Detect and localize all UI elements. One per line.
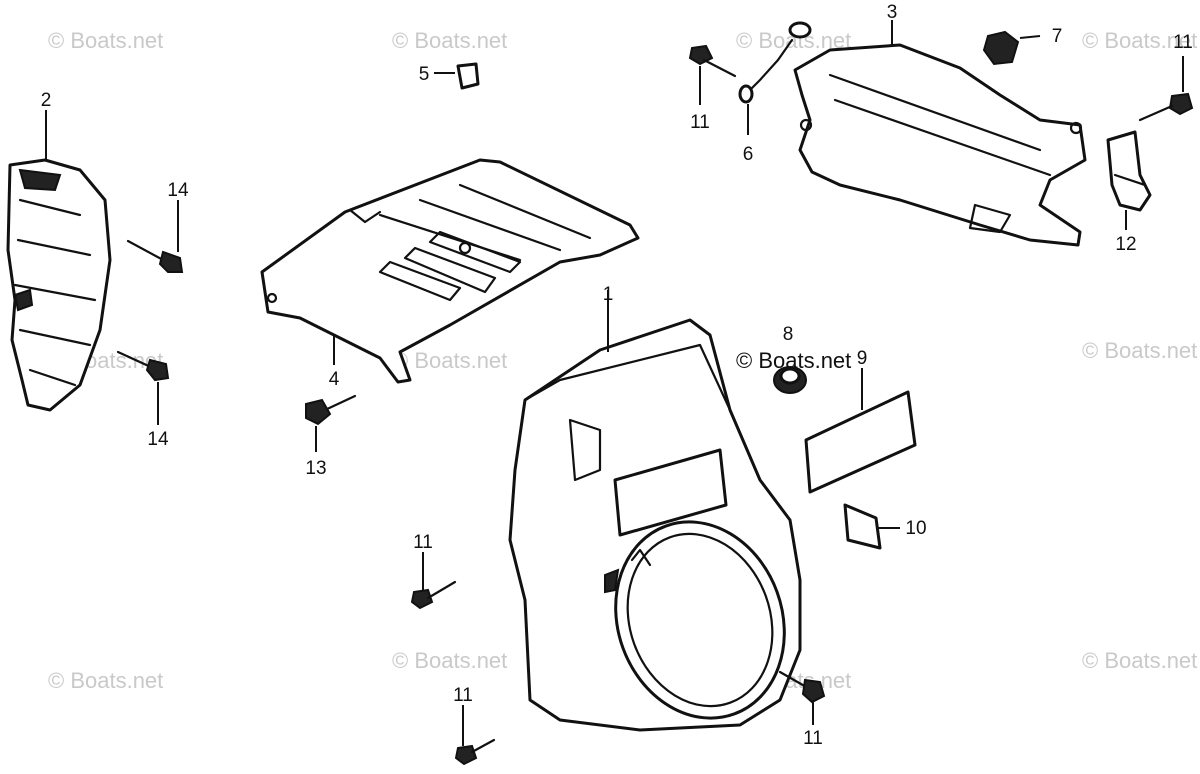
callout-11e: 11 (803, 728, 823, 749)
callout-4: 4 (329, 369, 340, 390)
part-2-side-shroud: 2 (6, 90, 112, 412)
callout-14a: 14 (167, 180, 189, 201)
part-11-bolt-right: 11 (1138, 32, 1194, 122)
part-9-label: 9 (804, 348, 917, 494)
watermark: © Boats.net (1082, 28, 1197, 53)
callout-5: 5 (419, 64, 430, 85)
watermark: © Boats.net (1082, 648, 1197, 673)
callout-2: 2 (41, 90, 52, 111)
callout-8: 8 (783, 324, 794, 345)
watermark: © Boats.net (392, 648, 507, 673)
callout-3: 3 (887, 2, 898, 23)
watermark: © Boats.net (1082, 338, 1197, 363)
callout-10: 10 (905, 518, 926, 539)
part-7-clip: 7 (982, 26, 1063, 66)
callout-7: 7 (1052, 26, 1063, 47)
watermark: © Boats.net (392, 348, 507, 373)
part-1-fan-shroud: 1 (508, 284, 802, 732)
part-8-grommet: 8 (773, 324, 807, 394)
callout-6: 6 (743, 144, 754, 165)
callout-12: 12 (1115, 234, 1136, 255)
part-14-bolts: 14 14 (116, 180, 189, 450)
part-5-collar: 5 (419, 62, 480, 90)
part-11-bolt-left-mid: 11 (410, 532, 457, 610)
callout-1: 1 (603, 284, 614, 305)
part-3-top-cover: 3 (793, 2, 1087, 247)
callout-9: 9 (857, 348, 868, 369)
callout-11a: 11 (690, 112, 710, 133)
callout-13: 13 (305, 458, 326, 479)
callout-14b: 14 (147, 429, 169, 450)
watermark: © Boats.net (48, 28, 163, 53)
watermark: © Boats.net (392, 28, 507, 53)
part-12-bracket: 12 (1106, 130, 1152, 255)
part-10-label: 10 (843, 503, 927, 550)
part-4-base-plate: 4 (260, 158, 640, 390)
part-6-wire-clip: 6 (738, 21, 812, 165)
watermark: © Boats.net (48, 668, 163, 693)
part-11-bolt-top: 11 (688, 44, 737, 133)
part-11-bolt-bottom: 11 (453, 685, 496, 766)
callout-11c: 11 (413, 532, 433, 553)
part-11-bolt-right-bottom: 11 (778, 670, 826, 749)
callout-11b: 11 (1173, 32, 1193, 53)
part-13-bolt: 13 (305, 394, 357, 479)
callout-11d: 11 (453, 685, 473, 706)
